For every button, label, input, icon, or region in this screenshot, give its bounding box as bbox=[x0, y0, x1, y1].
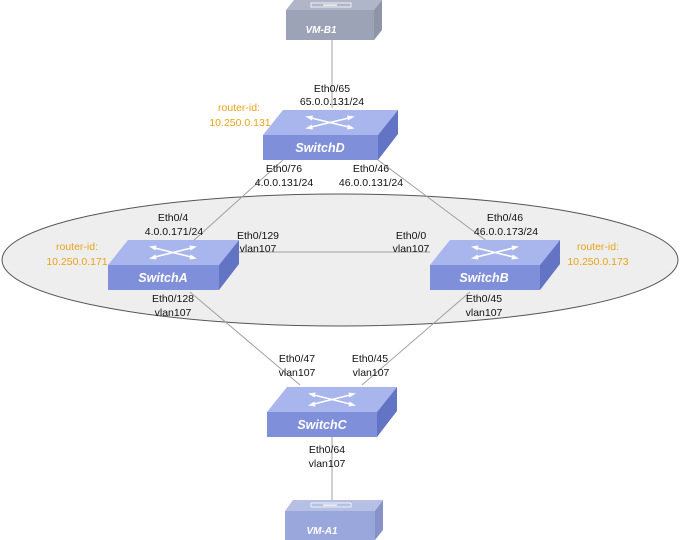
switch-c-down-vlan: vlan107 bbox=[309, 458, 346, 470]
vm-a1-slot-bar bbox=[323, 504, 337, 506]
switch-c-right-vlan: vlan107 bbox=[353, 367, 390, 379]
switch-d-uplink-port: Eth0/65 bbox=[314, 83, 350, 95]
switch-d-router-id: 10.250.0.131 bbox=[209, 117, 270, 129]
switch-a-right-port: Eth0/129 bbox=[237, 230, 279, 242]
switch-d-front bbox=[263, 135, 378, 160]
vm-b1-label: VM-B1 bbox=[305, 25, 337, 36]
switch-a-down-port: Eth0/128 bbox=[152, 293, 194, 305]
switch-b-side bbox=[540, 240, 560, 290]
switch-b-uplink-ip: 46.0.0.173/24 bbox=[474, 226, 538, 238]
vm-a1-slot-icon bbox=[310, 502, 352, 508]
switch-a-side bbox=[219, 240, 239, 290]
switch-a-node[interactable]: SwitchA bbox=[108, 240, 239, 290]
switch-b-router-id: 10.250.0.173 bbox=[567, 256, 628, 268]
switch-c-node[interactable]: SwitchC bbox=[267, 387, 397, 437]
switch-a-router-id: 10.250.0.171 bbox=[46, 256, 107, 268]
switch-a-router-id-label: router-id: bbox=[56, 241, 98, 253]
switch-d-left-ip: 4.0.0.131/24 bbox=[255, 177, 314, 189]
switch-b-router-id-label: router-id: bbox=[577, 241, 619, 253]
switch-d-router-id-label: router-id: bbox=[218, 102, 260, 114]
switch-b-left-vlan: vlan107 bbox=[393, 243, 430, 255]
vm-a1-node[interactable]: VM-A1 bbox=[285, 500, 383, 540]
vm-b1-slot-icon bbox=[310, 2, 352, 8]
switch-c-left-vlan: vlan107 bbox=[279, 367, 316, 379]
switch-b-down-vlan: vlan107 bbox=[466, 307, 503, 319]
switch-c-left-port: Eth0/47 bbox=[279, 353, 315, 365]
switch-a-front bbox=[108, 265, 219, 290]
switch-a-label: SwitchA bbox=[138, 271, 187, 285]
switch-b-label: SwitchB bbox=[459, 271, 508, 285]
switch-a-uplink-port: Eth0/4 bbox=[158, 212, 189, 224]
switch-c-side bbox=[377, 387, 397, 437]
switch-d-left-port: Eth0/76 bbox=[266, 163, 302, 175]
switch-d-right-ip: 46.0.0.131/24 bbox=[339, 177, 403, 189]
vm-b1-slot-bar bbox=[323, 4, 337, 6]
switch-b-left-port: Eth0/0 bbox=[396, 230, 427, 242]
vm-b1-side bbox=[374, 0, 382, 40]
switch-c-front bbox=[267, 412, 377, 437]
switch-b-down-port: Eth0/45 bbox=[466, 293, 502, 305]
switch-c-label: SwitchC bbox=[297, 418, 347, 432]
vm-b1-front bbox=[286, 10, 374, 40]
switch-a-down-vlan: vlan107 bbox=[155, 307, 192, 319]
link-switchb-switchc bbox=[361, 291, 471, 386]
vm-a1-label: VM-A1 bbox=[306, 526, 338, 537]
switch-d-uplink-ip: 65.0.0.131/24 bbox=[300, 96, 364, 108]
vm-b1-node[interactable]: VM-B1 bbox=[286, 0, 382, 40]
switch-b-node[interactable]: SwitchB bbox=[430, 240, 560, 290]
switch-b-front bbox=[430, 265, 540, 290]
switch-d-label: SwitchD bbox=[295, 141, 344, 155]
switch-b-uplink-port: Eth0/46 bbox=[487, 212, 523, 224]
vm-a1-front bbox=[285, 511, 375, 540]
area-ellipse bbox=[1, 193, 679, 327]
switch-a-uplink-ip: 4.0.0.171/24 bbox=[145, 226, 204, 238]
switch-c-right-port: Eth0/45 bbox=[352, 353, 388, 365]
link-switchd-switcha bbox=[191, 159, 284, 243]
switch-d-node[interactable]: SwitchD bbox=[263, 110, 398, 160]
switch-c-down-port: Eth0/64 bbox=[309, 444, 345, 456]
vm-a1-side bbox=[375, 500, 383, 540]
switch-d-side bbox=[378, 110, 398, 160]
switch-a-right-vlan: vlan107 bbox=[240, 243, 277, 255]
switch-d-right-port: Eth0/46 bbox=[353, 163, 389, 175]
link-switcha-switchc bbox=[189, 291, 301, 386]
link-switchd-switchb bbox=[377, 159, 489, 243]
